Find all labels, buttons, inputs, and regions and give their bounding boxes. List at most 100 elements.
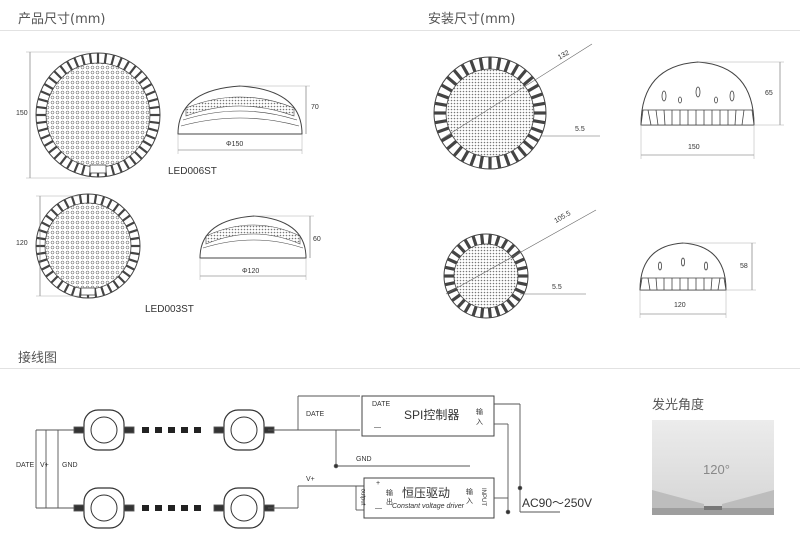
heatsink-fin bbox=[516, 265, 528, 271]
heatsink-fin bbox=[50, 275, 59, 284]
heatsink-fin bbox=[436, 126, 450, 134]
heatsink-fin bbox=[446, 140, 458, 151]
heatsink-fin bbox=[122, 270, 131, 278]
heatsink-fin bbox=[130, 236, 140, 241]
heatsink-fin bbox=[112, 280, 120, 289]
install-large-hole-label: 5.5 bbox=[575, 126, 585, 133]
heatsink-fin bbox=[444, 281, 456, 287]
heatsink-fin bbox=[36, 120, 47, 125]
heatsink-fin bbox=[500, 238, 509, 250]
heatsink-fin bbox=[478, 57, 484, 70]
heatsink-fin bbox=[73, 57, 80, 68]
heatsink-fin bbox=[106, 199, 113, 209]
spi-minus-label: — bbox=[374, 424, 381, 431]
heatsink-fin bbox=[487, 307, 492, 318]
heatsink-fin bbox=[530, 126, 544, 134]
wiring-left-vplus-label: V+ bbox=[40, 462, 49, 469]
heatsink-fin bbox=[522, 140, 534, 151]
heatsink-fin bbox=[106, 283, 113, 293]
heatsink-fin bbox=[446, 75, 458, 86]
heatsink-fin bbox=[142, 83, 153, 90]
heatsink-fin bbox=[53, 150, 63, 160]
install-small-height-label: 58 bbox=[740, 263, 748, 270]
driver-plus-label: + bbox=[376, 480, 381, 487]
lamp-node bbox=[73, 409, 135, 451]
heatsink-fin bbox=[122, 214, 131, 222]
heatsink-fin bbox=[517, 145, 528, 157]
heatsink-fin bbox=[527, 133, 540, 143]
heatsink-fin bbox=[446, 257, 458, 265]
heatsink-fin bbox=[452, 145, 463, 157]
heatsink-fin bbox=[460, 63, 470, 76]
heatsink-fin bbox=[527, 83, 540, 93]
heatsink-fin bbox=[40, 133, 51, 140]
driver-title: 恒压驱动 bbox=[402, 486, 451, 500]
heatsink-fin bbox=[460, 150, 470, 163]
wiring-left-gnd-label: GND bbox=[62, 462, 78, 469]
heatsink-fin bbox=[56, 280, 64, 289]
heatsink-fin bbox=[37, 127, 49, 133]
heatsink-fin bbox=[496, 156, 502, 169]
heatsink-fin bbox=[93, 194, 98, 204]
heatsink-fin bbox=[70, 196, 76, 206]
heatsink-fin bbox=[66, 60, 73, 71]
heatsink-fin bbox=[40, 90, 51, 97]
led003st-diameter-label: Φ120 bbox=[242, 268, 260, 275]
heatsink-fin bbox=[494, 305, 501, 317]
heatsink-fin bbox=[112, 203, 120, 212]
heatsink-fin bbox=[138, 76, 148, 85]
driver-output-en-label: output bbox=[359, 488, 366, 506]
chain-dot bbox=[194, 427, 201, 433]
heatsink-fin bbox=[116, 57, 123, 68]
heatsink-fin bbox=[514, 287, 526, 295]
heatsink-fin bbox=[145, 90, 156, 97]
heatsink-fin bbox=[440, 83, 453, 93]
heatsink-fin bbox=[128, 258, 138, 264]
heatsink-fin bbox=[478, 156, 484, 169]
heatsink-fin bbox=[456, 243, 466, 254]
wiring-date-label: DATE bbox=[306, 411, 325, 418]
heatsink-fin bbox=[128, 65, 137, 75]
led006st-side-view bbox=[177, 85, 310, 154]
spi-controller-title: SPI控制器 bbox=[404, 408, 460, 422]
heatsink-fin bbox=[494, 235, 501, 247]
heatsink-fin bbox=[514, 257, 526, 265]
install-side-view-small bbox=[639, 242, 756, 318]
lamp-node bbox=[213, 409, 275, 451]
heatsink-fin bbox=[125, 221, 135, 228]
heatsink-fin bbox=[149, 120, 160, 125]
chain-dot bbox=[194, 505, 201, 511]
heatsink-fin bbox=[469, 59, 477, 73]
heatsink-fin bbox=[59, 65, 68, 75]
heatsink-fin bbox=[147, 127, 159, 133]
heatsink-fin bbox=[117, 208, 126, 217]
chain-dot bbox=[181, 427, 188, 433]
heatsink-fin bbox=[117, 275, 126, 284]
led006st-model-label: LED006ST bbox=[168, 166, 217, 177]
heatsink-fin bbox=[480, 234, 485, 245]
heatsink-fin bbox=[41, 221, 51, 228]
chain-dot bbox=[168, 427, 175, 433]
heatsink-fin bbox=[463, 302, 472, 314]
heatsink-fin bbox=[128, 228, 138, 234]
install-small-hole-label: 5.5 bbox=[552, 284, 562, 291]
heatsink-fin bbox=[48, 145, 58, 154]
heatsink-fin bbox=[500, 302, 509, 314]
heatsink-fin bbox=[73, 162, 80, 173]
heatsink-fin bbox=[436, 92, 450, 100]
heatsink-fin bbox=[533, 119, 546, 125]
heatsink-fin bbox=[80, 54, 86, 66]
heatsink-fin bbox=[103, 53, 108, 64]
heatsink-fin bbox=[510, 293, 521, 302]
chain-dot bbox=[181, 505, 188, 511]
heatsink-fin bbox=[510, 150, 520, 163]
heatsink-fin bbox=[36, 105, 47, 110]
heatsink-fin bbox=[434, 101, 447, 107]
heatsink-fin bbox=[100, 286, 106, 296]
chain-dot bbox=[142, 505, 149, 511]
heatsink-fin bbox=[63, 199, 70, 209]
heatsink-fin bbox=[471, 305, 478, 317]
led003st-side-view bbox=[199, 215, 314, 280]
led003st-height-label: 60 bbox=[313, 236, 321, 243]
wiring-left-date-label: DATE bbox=[16, 462, 35, 469]
